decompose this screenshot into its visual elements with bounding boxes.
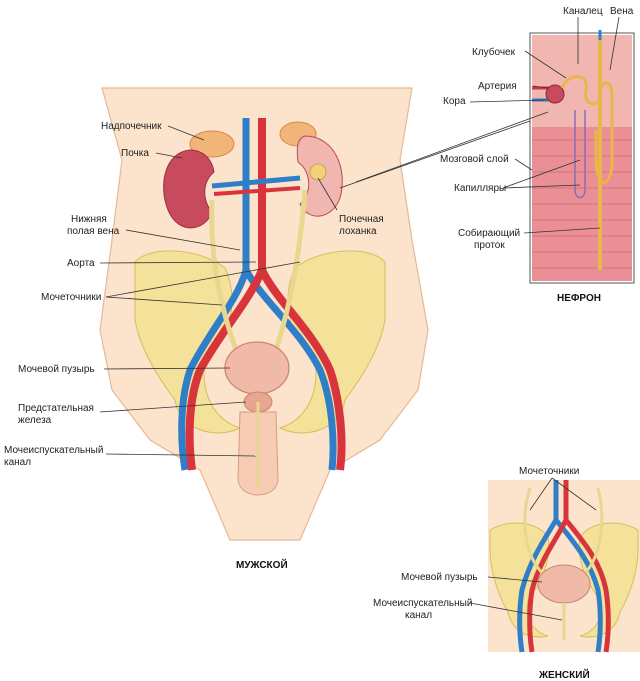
male-figure — [99, 87, 429, 541]
caption-female: ЖЕНСКИЙ — [538, 668, 590, 681]
male-bladder — [224, 341, 290, 395]
label-renal-pelvis-line2: лоханка — [339, 226, 377, 237]
male-renal-artery — [213, 186, 301, 196]
label-kidney: Почка — [121, 148, 149, 159]
caption-nephron: НЕФРОН — [557, 293, 601, 304]
male-ureter-left — [209, 199, 239, 351]
label-urethra-line2: канал — [4, 457, 31, 468]
male-ureter-right — [273, 189, 308, 351]
female-vein — [517, 480, 603, 653]
label-prostate-line1: Предстательная — [18, 403, 94, 414]
label-collecting-line2: проток — [474, 240, 505, 251]
nephron-panel — [529, 30, 635, 284]
label-cortex: Кора — [443, 96, 466, 107]
label-vein: Вена — [610, 6, 634, 17]
label-artery: Артерия — [478, 81, 517, 92]
label-medulla: Мозговой слой — [440, 154, 509, 165]
label-tubule: Каналец — [563, 6, 603, 17]
female-bladder — [537, 564, 591, 604]
nephron-cortex-region — [532, 35, 632, 127]
male-leader-lines — [99, 125, 338, 457]
label-ivc-line1: Нижняя — [71, 214, 107, 225]
label-urethra-line1: Мочеиспускательный — [4, 445, 103, 456]
label-bladder: Мочевой пузырь — [18, 364, 95, 375]
male-renal-pelvis — [309, 163, 327, 181]
label-capillaries: Капилляры — [454, 183, 506, 194]
female-panel — [488, 480, 640, 653]
female-ureter-right — [579, 487, 604, 580]
female-ureter-left — [523, 487, 549, 580]
label-ivc-line2: полая вена — [67, 226, 120, 237]
label-ureters: Мочеточники — [41, 292, 101, 303]
nephron-medulla-stripes — [532, 139, 632, 269]
male-vein-cava — [178, 118, 250, 471]
label-female-urethra-line2: канал — [405, 610, 432, 621]
label-collecting-line1: Собирающий — [458, 227, 520, 239]
nephron-leader-lines — [339, 16, 620, 234]
male-aorta-right — [258, 268, 346, 471]
label-female-urethra-line1: Мочеиспускательный — [373, 598, 472, 609]
nephron-capillaries — [574, 110, 586, 199]
male-pelvis-right — [278, 250, 386, 434]
female-pelvis-right — [578, 522, 639, 638]
label-glomerulus: Клубочек — [472, 46, 516, 58]
male-adrenal-left — [189, 130, 235, 158]
male-aorta — [185, 118, 266, 471]
male-renal-vessels — [211, 175, 301, 189]
label-prostate-line2: железа — [18, 415, 52, 426]
label-adrenal: Надпочечник — [101, 121, 162, 132]
female-leader-lines — [469, 477, 597, 621]
label-renal-pelvis-line1: Почечная — [339, 214, 384, 225]
caption-male: МУЖСКОЙ — [236, 558, 288, 571]
nephron-glomerulus — [545, 84, 565, 104]
label-female-ureters: Мочеточники — [519, 466, 579, 477]
label-female-bladder: Мочевой пузырь — [401, 572, 478, 583]
label-aorta: Аорта — [67, 258, 95, 269]
male-vein-cava-right — [242, 268, 337, 471]
female-artery — [527, 480, 611, 653]
